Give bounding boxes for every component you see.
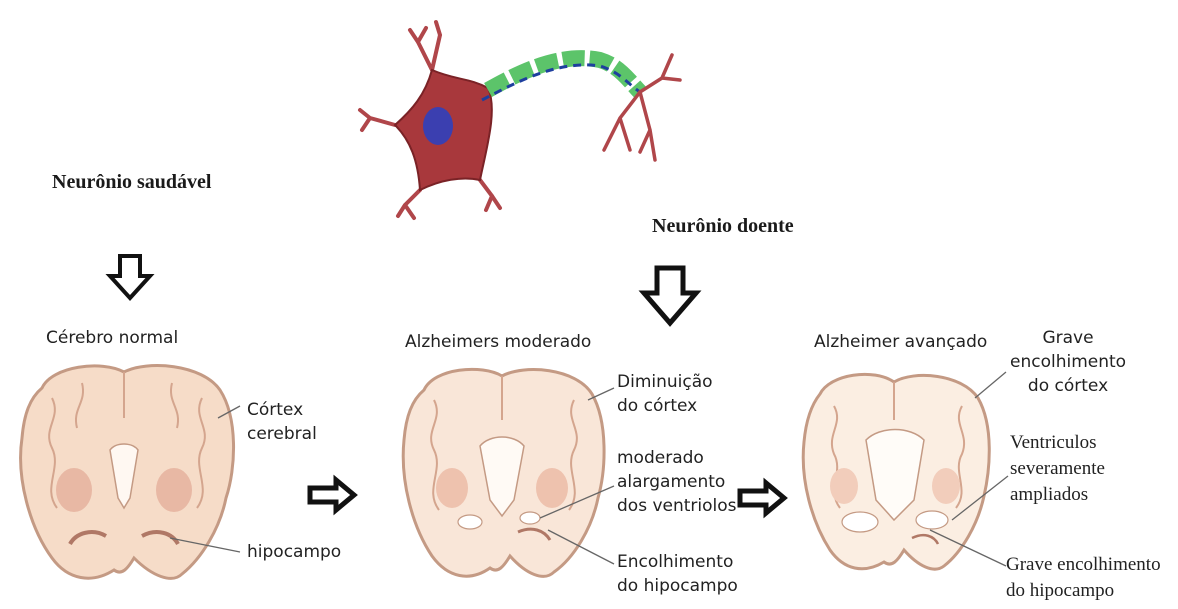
label-advanced-hippocampus: Grave encolhimento do hipocampo: [1006, 552, 1161, 604]
label-advanced-ventricles: Ventriculos severamente ampliados: [1010, 430, 1105, 508]
label-advanced-cortex: Grave encolhimento do córtex: [1010, 326, 1126, 398]
